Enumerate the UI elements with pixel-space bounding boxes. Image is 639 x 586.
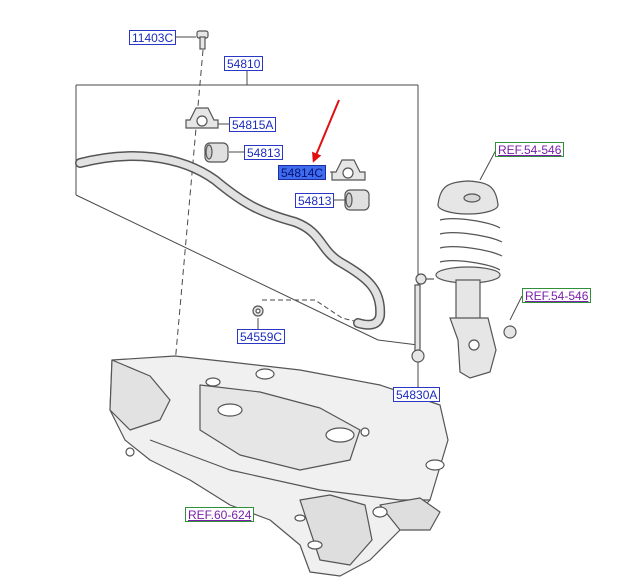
callout-ref-knuckle[interactable]: REF.54-546 xyxy=(522,288,592,303)
nut-part xyxy=(252,305,264,317)
callout-bolt[interactable]: 11403C xyxy=(129,30,177,45)
bushing-lower-part xyxy=(344,189,370,211)
stabilizer-bar xyxy=(75,151,386,330)
subframe-part xyxy=(109,355,449,577)
callout-bushing-upper[interactable]: 54813 xyxy=(244,145,284,160)
callout-stabilizer-link[interactable]: 54830A xyxy=(393,387,441,402)
bushing-bracket-lower-part xyxy=(331,159,366,181)
callout-ref-subframe[interactable]: REF.60-624 xyxy=(185,507,255,522)
callout-bushing-lower[interactable]: 54813 xyxy=(295,193,335,208)
callout-bushing-bracket-upper[interactable]: 54815A xyxy=(229,117,277,132)
callout-nut[interactable]: 54559C xyxy=(237,329,286,344)
callout-bushing-bracket-lower-selected[interactable]: 54814C xyxy=(278,165,327,180)
callout-assembly[interactable]: 54810 xyxy=(224,56,264,71)
callout-ref-strut[interactable]: REF.54-546 xyxy=(495,142,565,157)
indicator-arrow xyxy=(312,99,340,163)
bushing-upper-part xyxy=(204,142,229,163)
stabilizer-link-part xyxy=(411,273,434,363)
strut-assembly-part xyxy=(435,180,517,379)
bushing-bracket-upper-part xyxy=(185,107,219,129)
bolt-part xyxy=(196,30,209,50)
assembly-frame xyxy=(75,70,419,346)
